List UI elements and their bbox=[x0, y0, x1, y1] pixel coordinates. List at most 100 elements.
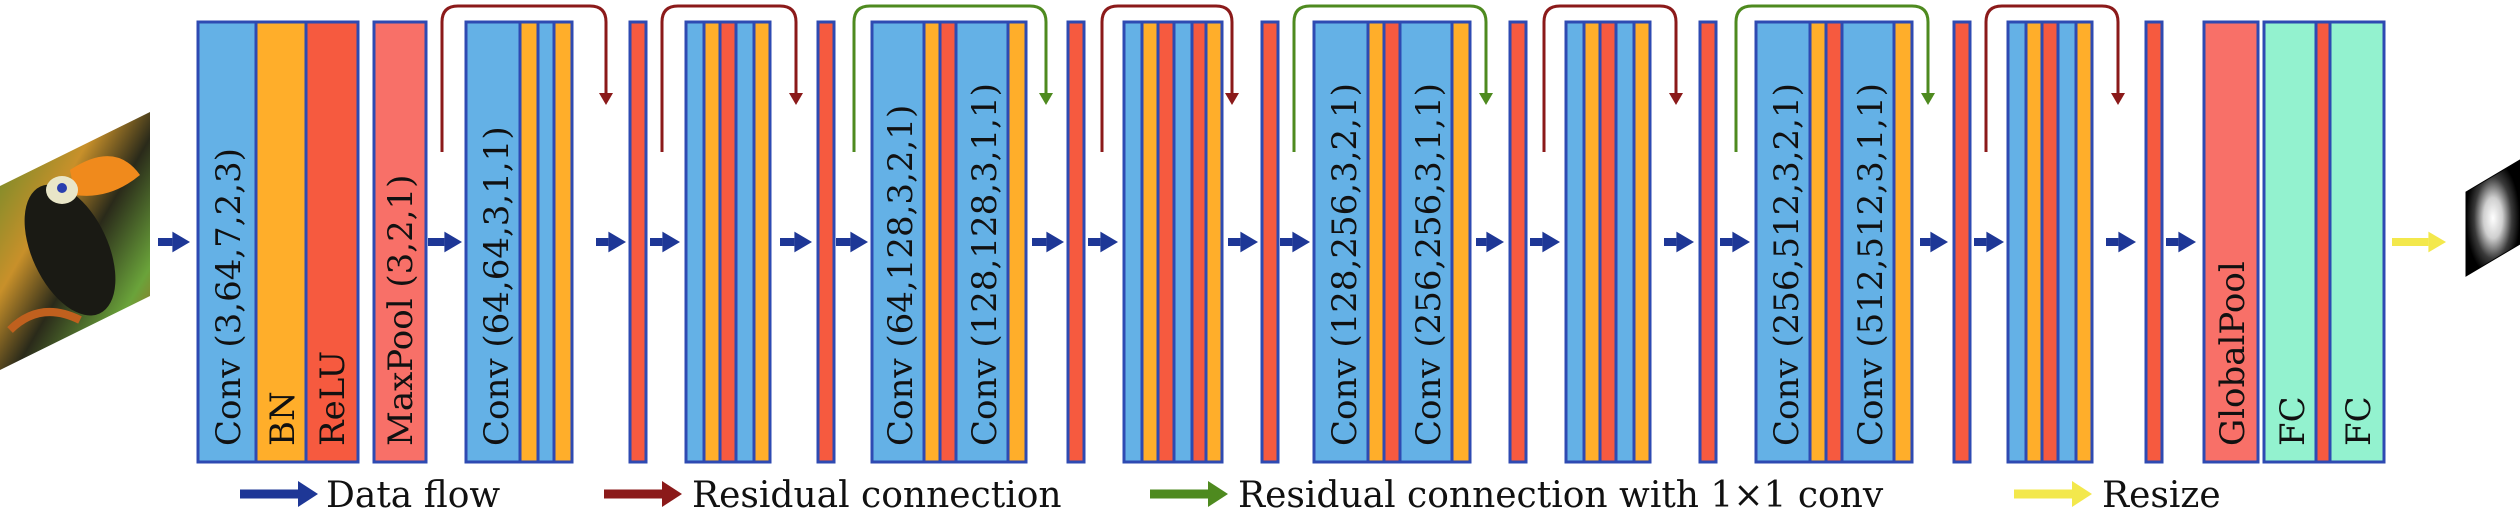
data-flow-arrow bbox=[650, 231, 680, 253]
stage4-bn-layer bbox=[1892, 20, 1914, 464]
stage4-block-b-layer-0 bbox=[2006, 20, 2028, 464]
fc1-layer bbox=[2262, 20, 2318, 464]
stage3-block-b-layer-0 bbox=[1564, 20, 1586, 464]
data-flow-arrow bbox=[2106, 231, 2136, 253]
stage1-block-a-tail-layer-0 bbox=[518, 20, 540, 464]
separator-bar bbox=[628, 20, 648, 464]
stage2-block-b bbox=[1122, 20, 1224, 464]
legend-data-flow: Data flow bbox=[240, 475, 500, 516]
data-flow-arrow bbox=[1530, 231, 1560, 253]
conv1-layer bbox=[196, 20, 258, 464]
stage1-block-b-layer-1 bbox=[702, 20, 722, 464]
stage1-block-b-layer-3 bbox=[734, 20, 756, 464]
fc2-label: FC bbox=[2339, 396, 2379, 446]
stage4-block-b-layer-1 bbox=[2024, 20, 2044, 464]
legend-residual-label: Residual connection bbox=[692, 475, 1062, 516]
stage1-conv-label: Conv (64,64,3,1,1) bbox=[477, 126, 517, 446]
stage4-bn-layer bbox=[1808, 20, 1828, 464]
stage3-relu-layer bbox=[1382, 20, 1402, 464]
separator-bar bbox=[816, 20, 836, 464]
heatmap-output-icon bbox=[2465, 159, 2520, 277]
fc1-label: FC bbox=[2273, 396, 2313, 446]
legend-data-flow-label: Data flow bbox=[326, 475, 500, 516]
data-flow-arrow bbox=[1228, 231, 1258, 253]
resize-arrow bbox=[2392, 231, 2446, 253]
stage2-conv-b-layer bbox=[954, 20, 1010, 464]
maxpool-label: MaxPool (3,2,1) bbox=[381, 175, 421, 446]
stage1-block-a-tail bbox=[518, 20, 574, 464]
data-flow-arrow bbox=[596, 231, 626, 253]
separator-bar bbox=[1508, 20, 1528, 464]
stage1-block-b bbox=[684, 20, 772, 464]
residual-1x1-conv-arrow bbox=[1292, 4, 1493, 152]
bn-label: BN bbox=[263, 391, 303, 446]
separator-bar bbox=[1952, 20, 1972, 464]
stage2-block-b-layer-3 bbox=[1172, 20, 1194, 464]
legend-residual-1x1-label: Residual connection with 1×1 conv bbox=[1238, 475, 1884, 516]
stage1-block-b-layer-2 bbox=[718, 20, 738, 464]
toucan-photo-icon bbox=[0, 112, 150, 370]
stage4-block-b-layer-3 bbox=[2056, 20, 2078, 464]
data-flow-arrow bbox=[836, 231, 868, 253]
separator-bar bbox=[1066, 20, 1086, 464]
separator-bar bbox=[1698, 20, 1718, 464]
stage2-block-b-layer-1 bbox=[1140, 20, 1160, 464]
legend: Data flow Residual connection Residual con… bbox=[240, 475, 2221, 516]
stage1-block-b-layer-4 bbox=[752, 20, 772, 464]
stage3-conv-a-layer bbox=[1312, 20, 1370, 464]
residual-1x1-conv-arrow bbox=[852, 4, 1053, 152]
stage2-conv-a-label: Conv (64,128,3,2,1) bbox=[881, 105, 921, 446]
stage1-block-a-tail-layer-2 bbox=[552, 20, 574, 464]
globalpool-layer bbox=[2202, 20, 2260, 464]
stage4-relu-layer bbox=[1824, 20, 1844, 464]
fc-relu-layer bbox=[2314, 20, 2332, 464]
data-flow-arrow bbox=[1032, 231, 1064, 253]
stage3-bn-layer bbox=[1366, 20, 1386, 464]
data-flow-arrow bbox=[1664, 231, 1694, 253]
stage3-block-b-layer-2 bbox=[1598, 20, 1618, 464]
maxpool-layer bbox=[372, 20, 428, 464]
data-flow-arrow bbox=[1720, 231, 1750, 253]
stage4-block-b-layer-4 bbox=[2074, 20, 2094, 464]
stage2-bn-layer bbox=[1006, 20, 1028, 464]
residual-connection-arrow bbox=[660, 4, 803, 152]
relu-label: ReLU bbox=[313, 351, 353, 446]
legend-residual-1x1: Residual connection with 1×1 conv bbox=[1150, 475, 1884, 516]
stage3-bn-layer bbox=[1450, 20, 1472, 464]
stage3-conv-a-label: Conv (128,256,3,2,1) bbox=[1325, 83, 1365, 446]
residual-connection-arrow bbox=[1100, 4, 1239, 152]
data-flow-arrow bbox=[1920, 231, 1948, 253]
stage2-bn-layer bbox=[922, 20, 942, 464]
data-flow-arrow bbox=[158, 231, 190, 253]
stage2-block-b-layer-5 bbox=[1204, 20, 1224, 464]
data-flow-arrow bbox=[1088, 231, 1118, 253]
stage4-conv-a-layer bbox=[1754, 20, 1812, 464]
data-flow-arrow bbox=[780, 231, 812, 253]
stage2-relu-layer bbox=[938, 20, 958, 464]
stage3-conv-b-label: Conv (256,256,3,1,1) bbox=[1409, 83, 1449, 446]
separator-bar bbox=[1260, 20, 1280, 464]
stage2-block-b-layer-2 bbox=[1156, 20, 1176, 464]
stage2-conv-b-label: Conv (128,128,3,1,1) bbox=[965, 83, 1005, 446]
stage2-block-b-layer-4 bbox=[1190, 20, 1208, 464]
stage4-conv-b-label: Conv (512,512,3,1,1) bbox=[1851, 83, 1891, 446]
stage3-block-b-layer-3 bbox=[1614, 20, 1636, 464]
relu-layer bbox=[304, 20, 360, 464]
stage4-block-b-layer-2 bbox=[2040, 20, 2060, 464]
residual-connection-arrow bbox=[440, 4, 613, 152]
stage1-conv-layer bbox=[464, 20, 522, 464]
fc2-layer bbox=[2328, 20, 2386, 464]
data-flow-arrow bbox=[1280, 231, 1310, 253]
stage3-block-b-layer-1 bbox=[1582, 20, 1602, 464]
legend-resize: Resize bbox=[2014, 475, 2221, 516]
residual-1x1-conv-arrow bbox=[1734, 4, 1935, 152]
conv1-label: Conv (3,64,7,2,3) bbox=[209, 148, 249, 446]
data-flow-arrow bbox=[1974, 231, 2004, 253]
stage4-block-b bbox=[2006, 20, 2094, 464]
data-flow-arrow bbox=[428, 231, 462, 253]
residual-connection-arrow bbox=[1984, 4, 2125, 152]
residual-connection-arrow bbox=[1542, 4, 1683, 152]
stage1-block-a-tail-layer-1 bbox=[536, 20, 556, 464]
stage2-conv-a-layer bbox=[870, 20, 926, 464]
data-flow-arrow bbox=[2166, 231, 2196, 253]
